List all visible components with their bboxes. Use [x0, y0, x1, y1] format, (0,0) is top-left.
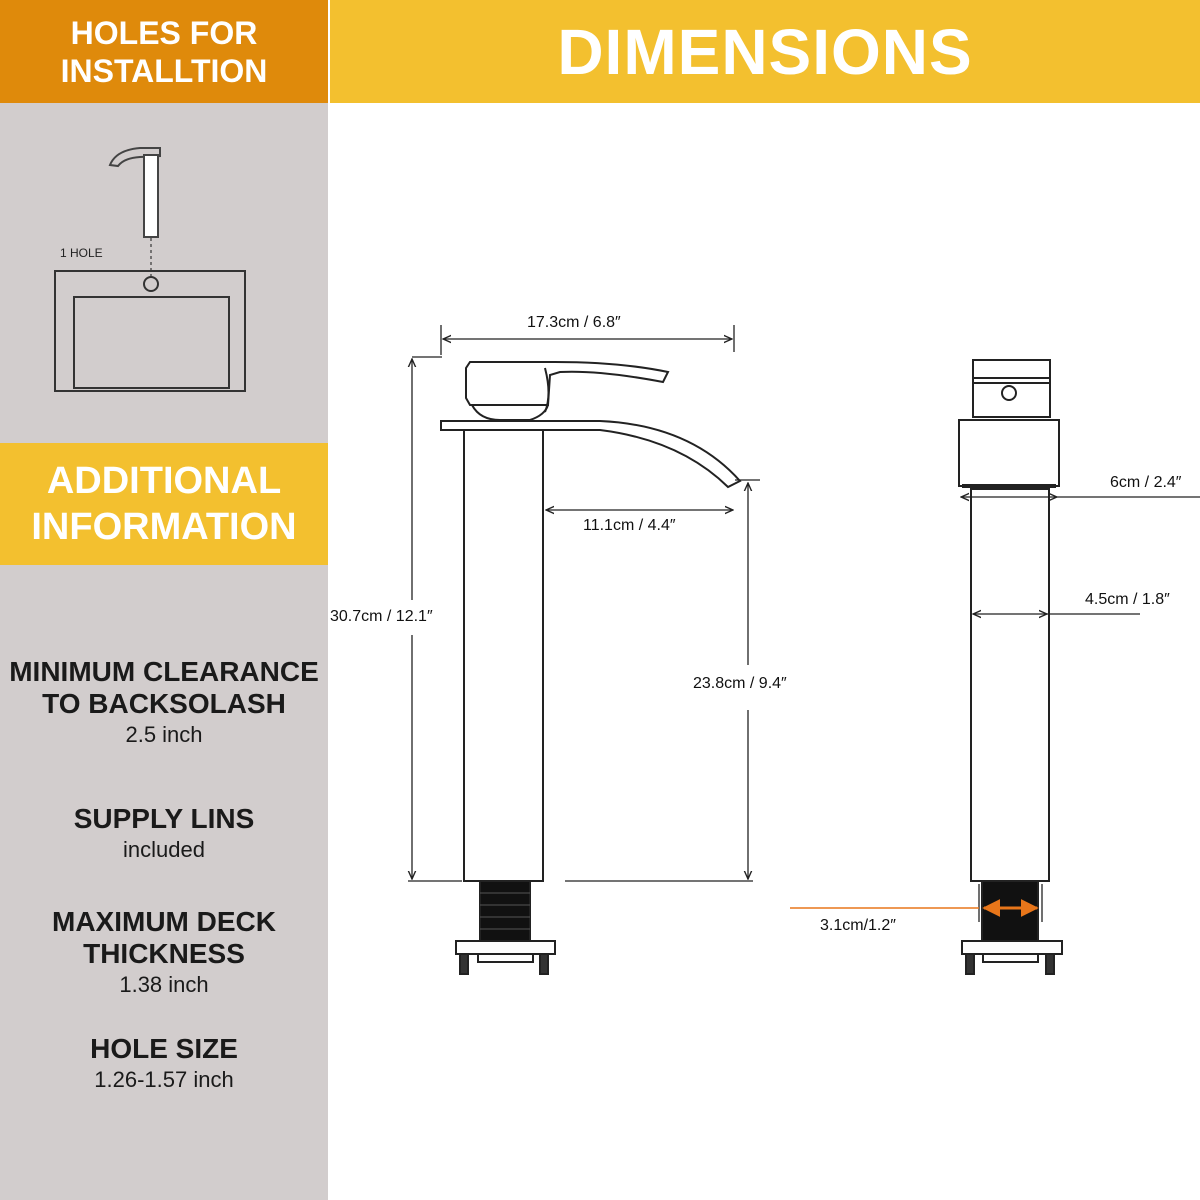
dim-spout-reach-label: 11.1cm / 4.4″: [583, 517, 676, 534]
dim-handle-width-label: 6cm / 2.4″: [1110, 474, 1182, 491]
info-max-deck-thickness: MAXIMUM DECK THICKNESS 1.38 inch: [0, 906, 328, 1000]
additional-header-line1: ADDITIONAL: [46, 460, 282, 502]
dim-total-height-label: 30.7cm / 12.1″: [330, 608, 433, 625]
side-view-dimension-lines: [408, 325, 760, 882]
info-value: 1.26-1.57 inch: [94, 1067, 234, 1092]
info-value: 1.38 inch: [119, 972, 209, 997]
front-view-dimension-lines: [961, 497, 1200, 922]
info-title: TO BACKSOLASH: [42, 688, 286, 719]
additional-info-header: ADDITIONAL INFORMATION: [0, 443, 328, 565]
one-hole-label: 1 HOLE: [60, 246, 103, 260]
holes-header-line1: HOLES FOR: [70, 14, 258, 51]
additional-header-line2: INFORMATION: [31, 506, 297, 548]
one-hole-sink-diagram: [54, 147, 246, 392]
info-min-clearance: MINIMUM CLEARANCE TO BACKSOLASH 2.5 inch: [0, 656, 328, 750]
dim-total-length-label: 17.3cm / 6.8″: [527, 314, 621, 331]
dimensions-header: DIMENSIONS: [330, 0, 1200, 103]
holes-header-line2: INSTALLTION: [60, 52, 268, 89]
faucet-front-view: [958, 359, 1063, 975]
info-supply-lines: SUPPLY LINS included: [0, 803, 328, 865]
info-value: included: [123, 837, 205, 862]
info-hole-size: HOLE SIZE 1.26-1.57 inch: [0, 1033, 328, 1095]
dimensions-title: DIMENSIONS: [557, 15, 973, 88]
info-title: SUPPLY LINS: [73, 803, 255, 834]
dim-spout-height-label: 23.8cm / 9.4″: [693, 675, 787, 692]
info-title: HOLE SIZE: [90, 1033, 238, 1064]
info-title: MINIMUM CLEARANCE: [9, 656, 319, 687]
holes-header: HOLES FOR INSTALLTION: [0, 0, 328, 103]
sidebar-panel: [0, 0, 328, 1200]
info-title: THICKNESS: [83, 938, 245, 969]
dim-body-width-label: 4.5cm / 1.8″: [1085, 591, 1170, 608]
info-title: MAXIMUM DECK: [52, 906, 276, 937]
faucet-side-view: [440, 361, 742, 975]
dim-shank-width-label: 3.1cm/1.2″: [820, 917, 896, 934]
info-value: 2.5 inch: [125, 722, 203, 747]
